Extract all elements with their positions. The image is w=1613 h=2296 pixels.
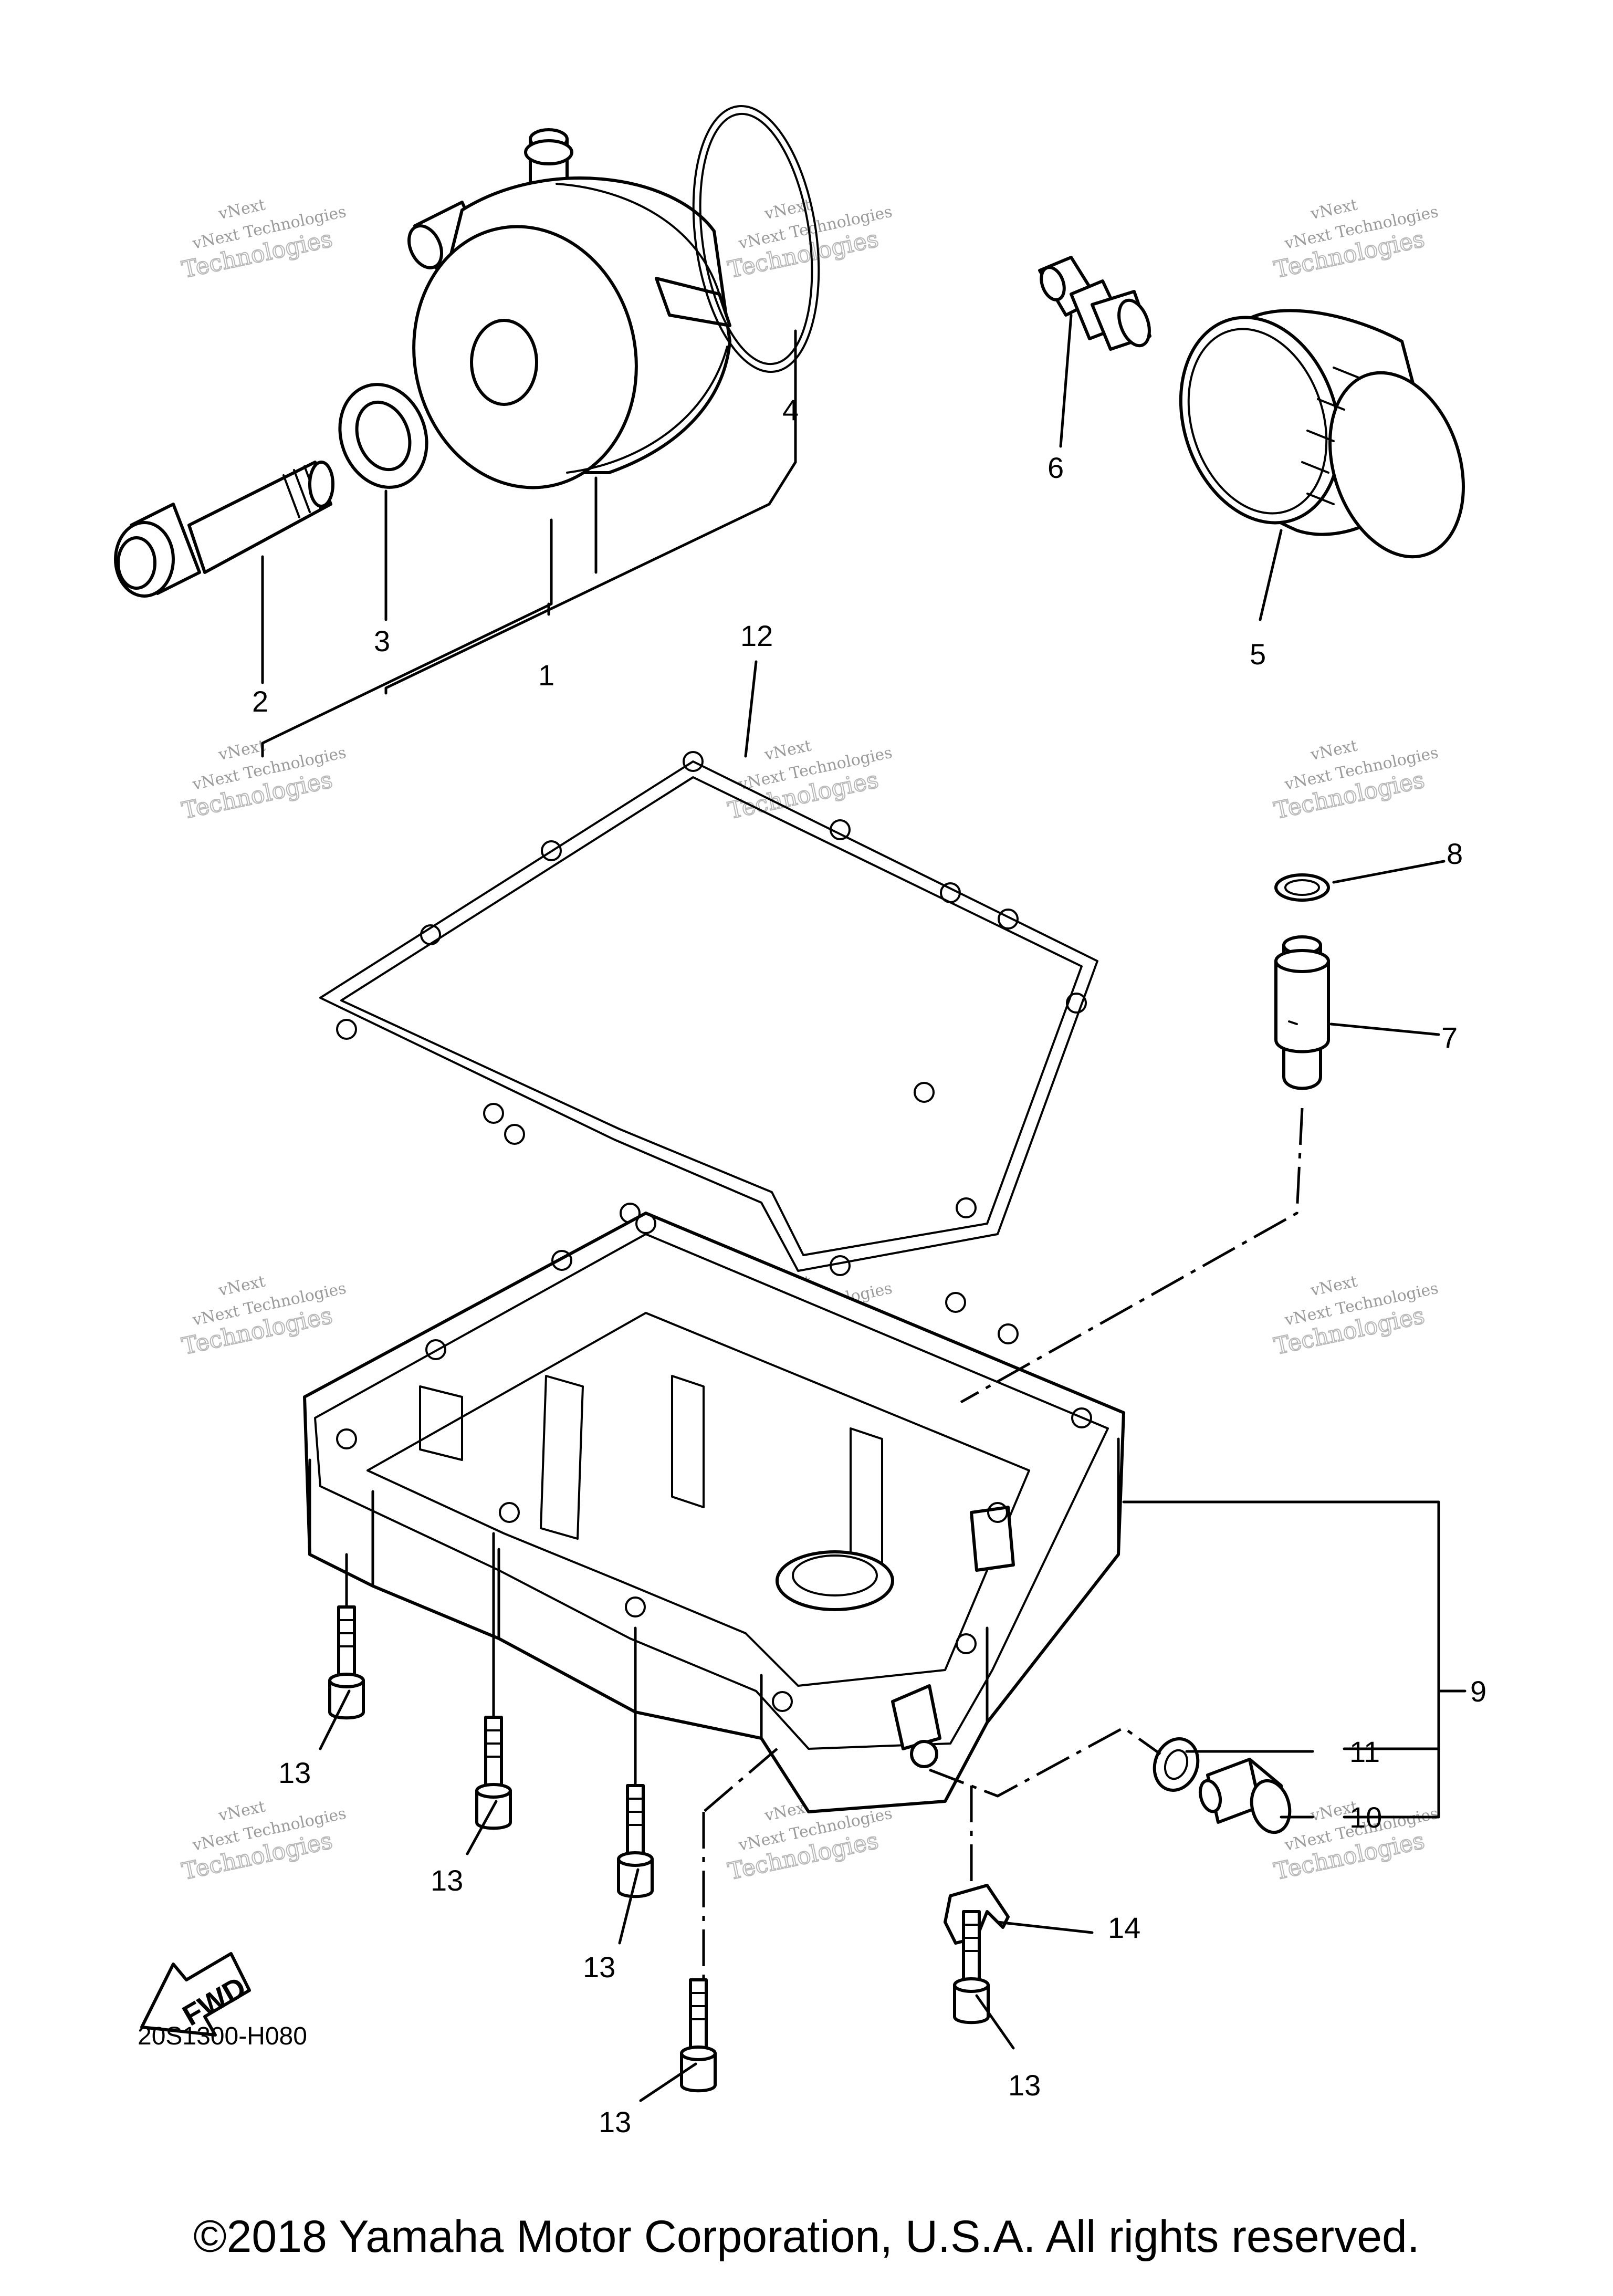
part-4-o-ring [692,105,820,373]
callout-9: 9 [1470,1675,1486,1708]
callout-12: 12 [740,619,773,652]
reference-code: 20S1300-H080 [138,2022,307,2050]
part-1-oil-cooler [407,128,731,489]
watermark: vNext vNext Technologies Technologies [1271,736,1440,825]
callout-2: 2 [252,685,268,718]
watermark: vNext vNext Technologies Technologies [1271,1272,1440,1361]
callout-10: 10 [1349,1801,1382,1834]
part-9-oil-pan [303,1212,1125,1813]
callout-7: 7 [1441,1021,1458,1054]
callout-3: 3 [374,624,390,658]
svg-text:vNext: vNext [1308,1272,1359,1300]
bolt-13 [475,1716,512,1830]
svg-text:vNext: vNext [1308,736,1359,764]
watermark: vNext vNext Technologies Technologies [1271,195,1440,284]
part-10-drain-bolt [1198,1758,1292,1834]
callout-6: 6 [1048,451,1064,484]
callout-13: 13 [583,1950,615,1984]
watermark: vNext vNext Technologies Technologies [179,195,348,284]
part-11-washer [1153,1737,1200,1792]
callout-5: 5 [1250,638,1266,671]
svg-text:vNext: vNext [762,736,813,764]
callout-labels: 1 2 3 4 5 6 7 8 9 10 11 12 13 13 13 13 1… [252,393,1486,2138]
part-8-o-ring [1274,873,1330,902]
part-12-gasket [319,751,1098,1276]
leader-lines [261,314,1467,2102]
watermark: vNext vNext Technologies Technologies [179,1272,348,1361]
bolt-13 [680,1978,717,2093]
callout-13: 13 [1008,2069,1041,2102]
watermark: vNext vNext Technologies Technologies [725,736,894,825]
svg-text:vNext: vNext [216,736,267,764]
watermark: vNext vNext Technologies Technologies [179,736,348,825]
watermark: vNext vNext Technologies Technologies [179,1797,348,1886]
callout-4: 4 [782,393,799,426]
svg-text:vNext: vNext [1308,195,1359,223]
part-3-washer [338,383,428,489]
part-6-fitting [1038,256,1151,351]
part-2-union-bolt [114,461,334,598]
part-7-pipe [1274,935,1330,1090]
svg-text:vNext: vNext [216,1797,267,1825]
callout-1: 1 [538,659,554,692]
callout-13: 13 [599,2105,631,2138]
gasket-bolt-holes [336,751,1087,1276]
pan-bolt-holes [336,1213,1092,1712]
callout-13: 13 [278,1756,311,1789]
svg-text:vNext: vNext [216,1272,267,1300]
copyright-notice: ©2018 Yamaha Motor Corporation, U.S.A. A… [193,2211,1420,2262]
callout-11: 11 [1349,1735,1380,1768]
callout-13: 13 [431,1864,463,1897]
callout-8: 8 [1447,837,1463,870]
callout-14: 14 [1108,1911,1140,1944]
bolt-13 [328,1605,365,1720]
svg-text:vNext: vNext [216,195,267,223]
part-5-oil-filter [1179,309,1465,559]
bolt-13 [953,1910,990,2024]
